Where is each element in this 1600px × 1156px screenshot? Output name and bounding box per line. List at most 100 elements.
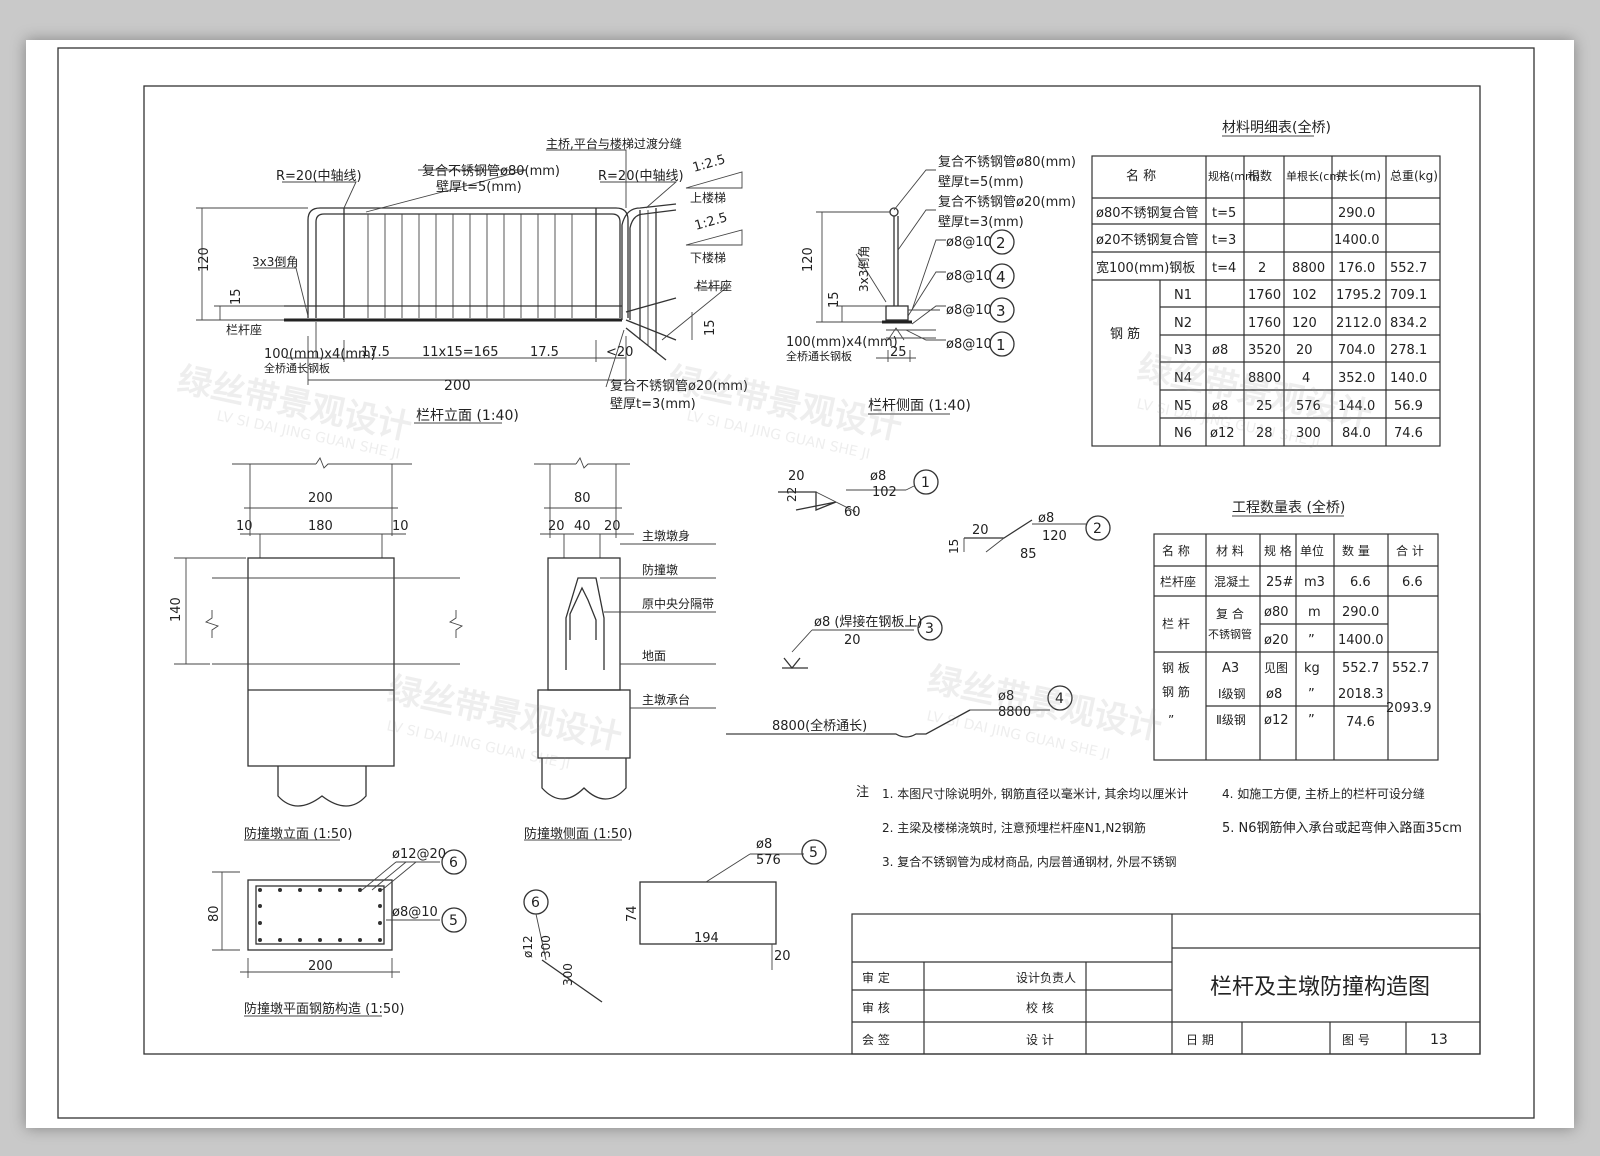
qt-r4b-grade: Ⅱ级钢: [1216, 713, 1246, 727]
mt-n2-id: N2: [1174, 316, 1192, 331]
n6-length: 300: [539, 935, 553, 958]
dim-lt20: <20: [606, 345, 633, 360]
dim-17-5-right: 17.5: [530, 345, 559, 360]
side-label-wall3: 壁厚t=3(mm): [938, 215, 1024, 230]
n6-callout: 6: [531, 895, 540, 911]
mt-n6-unit: 300: [1296, 426, 1321, 441]
qt-r4b-spec: ø12: [1264, 713, 1289, 728]
mt-r2-spec: t=3: [1212, 233, 1236, 248]
qt-header-material: 材 料: [1216, 544, 1244, 558]
mt-header-name: 名 称: [1126, 168, 1156, 184]
n5-dim-b: 194: [694, 931, 719, 946]
qt-r3-material: A3: [1222, 661, 1239, 676]
mt-n5-total: 144.0: [1338, 399, 1375, 414]
mt-r3-weight: 552.7: [1390, 261, 1427, 276]
mt-r3-total-length: 176.0: [1338, 261, 1375, 276]
tb-huiqian: 会 签: [862, 1032, 890, 1047]
plan-dim-200: 200: [308, 959, 333, 974]
pier-side-dim-40: 40: [574, 519, 591, 534]
mt-header-spec: 规格(mm): [1208, 169, 1260, 183]
pier-elevation-view: [174, 457, 464, 841]
qt-r2-name: 栏 杆: [1162, 616, 1190, 631]
caption-railing-side: 栏杆侧面 (1:40): [868, 398, 971, 414]
mt-n6-spec: ø12: [1210, 426, 1235, 441]
qt-r1-unit: m3: [1304, 575, 1325, 590]
n6-phi: ø12: [521, 935, 535, 958]
n1-dim-a: 20: [788, 469, 805, 484]
inner-frame: [143, 85, 1481, 1055]
qt-r3-unit: kg: [1304, 661, 1320, 676]
tb-design-lead: 设计负责人: [1016, 971, 1076, 985]
qt-r4a-grade: Ⅰ级钢: [1218, 687, 1246, 701]
pier-dim-140: 140: [169, 597, 184, 622]
label-wall3: 壁厚t=3(mm): [610, 397, 696, 412]
mt-n5-weight: 56.9: [1394, 399, 1423, 414]
side-rebar-n4: ø8@10: [946, 269, 992, 284]
label-ground: 地面: [642, 649, 666, 663]
side-rebar-n1: ø8@10: [946, 337, 992, 352]
watermark: 绿丝带景观设计 LV SI DAI JING GUAN SHE JI 绿丝带景观…: [174, 348, 1375, 773]
drawing-title: 栏杆及主墩防撞构造图: [1210, 975, 1430, 1000]
tb-designer: 设 计: [1026, 1033, 1054, 1047]
plate-desc: 全桥通长钢板: [264, 361, 330, 375]
qt-r3-name: 钢 板: [1162, 661, 1190, 675]
n2-dim-c: 85: [1020, 547, 1037, 562]
material-table-title: 材料明细表(全桥): [1222, 119, 1331, 136]
note-4: 4. 如施工方便, 主桥上的栏杆可设分缝: [1222, 786, 1425, 801]
n3-callout: 3: [925, 621, 934, 637]
n4-length: 8800: [998, 705, 1031, 720]
mt-n4-total: 352.0: [1338, 371, 1375, 386]
qt-header-spec: 规 格: [1264, 543, 1292, 558]
qt-header-unit: 单位: [1300, 543, 1324, 558]
mt-n2-total: 2112.0: [1336, 316, 1382, 331]
side-plate-desc: 全桥通长钢板: [786, 349, 852, 363]
mt-n6-id: N6: [1174, 426, 1192, 441]
side-label-pipe20: 复合不锈钢管ø20(mm): [938, 195, 1076, 210]
pier-side-dim-20-right: 20: [604, 519, 621, 534]
qt-r4a-unit: ”: [1308, 687, 1315, 702]
label-pipe20: 复合不锈钢管ø20(mm): [610, 379, 748, 394]
mt-r3-count: 2: [1258, 261, 1266, 276]
mt-header-unit-length: 单根长(cm): [1286, 169, 1344, 183]
mt-r1-total-length: 290.0: [1338, 206, 1375, 221]
caption-pier-plan: 防撞墩平面钢筋构造 (1:50): [244, 1001, 404, 1017]
dim-15-right: 15: [703, 319, 718, 336]
qt-header-total: 合 计: [1396, 543, 1424, 558]
side-label-pipe80: 复合不锈钢管ø80(mm): [938, 155, 1076, 170]
tb-checker: 校 核: [1026, 1000, 1054, 1015]
dim-17-5-left: 17.5: [361, 345, 390, 360]
note-2: 2. 主梁及楼梯浇筑时, 注意预埋栏杆座N1,N2钢筋: [882, 820, 1146, 835]
n2-callout: 2: [1093, 521, 1102, 537]
mt-n2-unit: 120: [1292, 316, 1317, 331]
pier-side-dim-20-left: 20: [548, 519, 565, 534]
callout-2: 2: [996, 234, 1006, 252]
qt-r1-quantity: 6.6: [1350, 575, 1371, 590]
mt-n3-count: 3520: [1248, 343, 1281, 358]
tb-date: 日 期: [1186, 1033, 1214, 1047]
mt-header-count: 根数: [1248, 168, 1272, 183]
pier-dim-10-left: 10: [236, 519, 253, 534]
side-dim-15: 15: [827, 291, 842, 308]
pier-dim-10-right: 10: [392, 519, 409, 534]
tb-drawing-number: 13: [1430, 1032, 1448, 1048]
mt-n6-weight: 74.6: [1394, 426, 1423, 441]
qt-r4b-name: ”: [1168, 713, 1174, 727]
pier-plan-rebar: [212, 849, 467, 1017]
mt-n3-total: 704.0: [1338, 343, 1375, 358]
tb-shending: 审 定: [862, 970, 890, 985]
mt-n5-spec: ø8: [1212, 399, 1228, 414]
mt-n1-total: 1795.2: [1336, 288, 1382, 303]
qt-r2-material-b: 不锈钢管: [1208, 627, 1252, 641]
qt-r2a-quantity: 290.0: [1342, 605, 1379, 620]
mt-rebar-phi8: ø8: [1212, 343, 1228, 358]
mt-n6-count: 28: [1256, 426, 1273, 441]
n2-length: 120: [1042, 529, 1067, 544]
mt-r3-spec: t=4: [1212, 261, 1236, 276]
n5-length: 576: [756, 853, 781, 868]
qt-r4b-quantity: 74.6: [1346, 715, 1375, 730]
note-1: 1. 本图尺寸除说明外, 钢筋直径以毫米计, 其余均以厘米计: [882, 786, 1189, 801]
qt-r1-material: 混凝土: [1214, 574, 1250, 589]
side-label-wall5: 壁厚t=5(mm): [938, 175, 1024, 190]
mt-n1-unit: 102: [1292, 288, 1317, 303]
n3-label: ø8 (焊接在钢板上): [814, 614, 923, 630]
